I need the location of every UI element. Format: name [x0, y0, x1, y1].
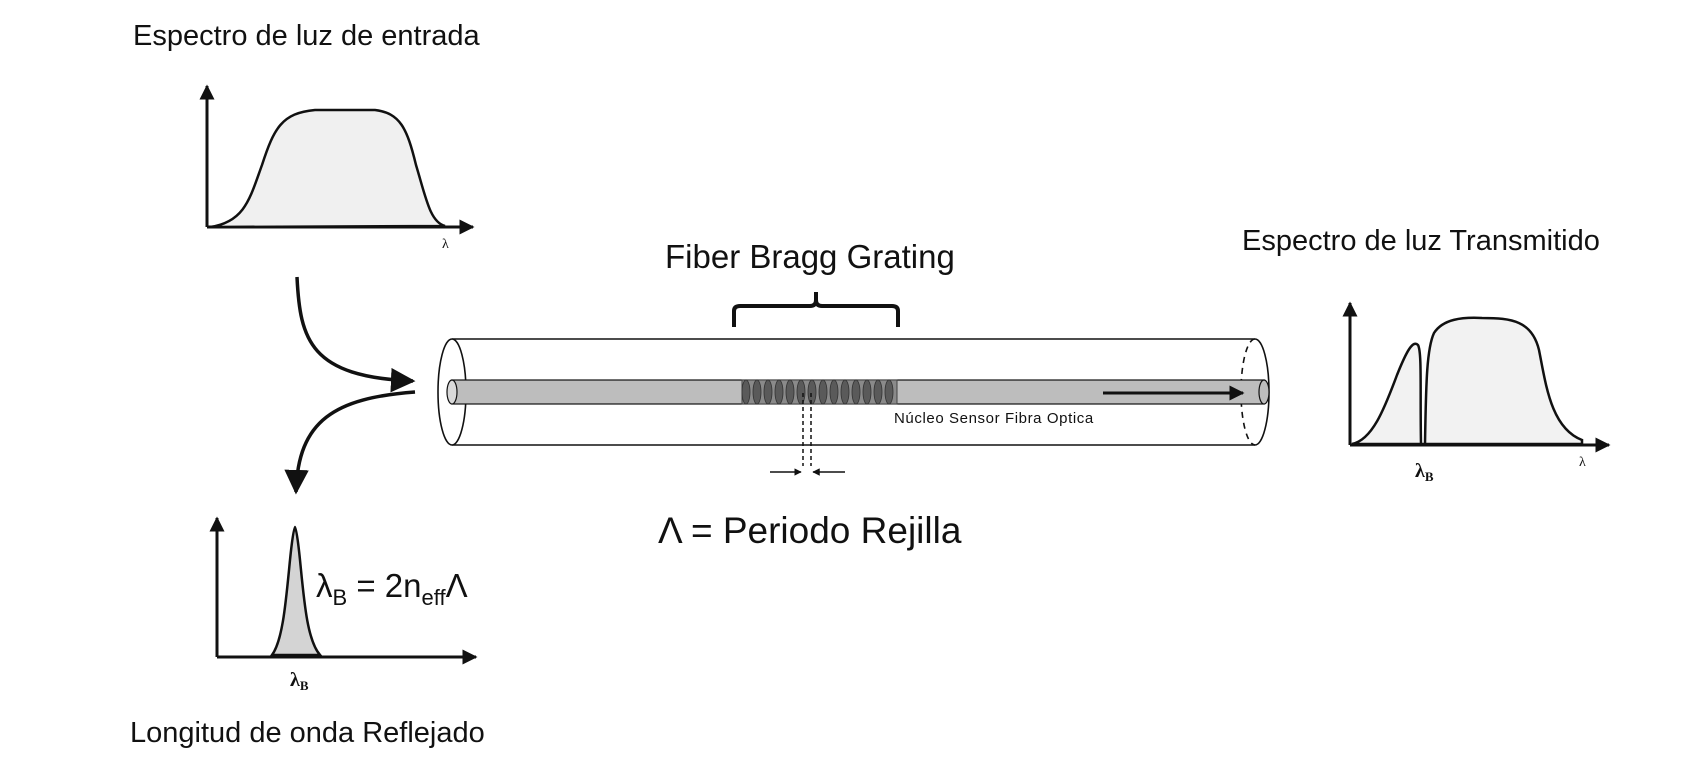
bragg-equation: λB = 2neffΛ	[316, 567, 468, 610]
period-label: Λ = Periodo Rejilla	[658, 510, 962, 551]
fbg-title: Fiber Bragg Grating	[665, 238, 955, 275]
input-spectrum-curve	[209, 108, 446, 229]
transmitted-spectrum-chart: Espectro de luz Transmitido λB λ	[1242, 225, 1611, 484]
input-spectrum-chart: Espectro de luz de entrada λ	[133, 20, 480, 252]
transmitted-spectrum-curve	[1351, 316, 1584, 446]
reflected-spectrum-chart: λB λB = 2neffΛ Longitud de onda Reflejad…	[130, 516, 485, 749]
transmitted-axis-lambda: λ	[1579, 455, 1586, 470]
coupling-arrows	[284, 276, 416, 495]
input-arrow	[295, 276, 416, 393]
optical-fiber: Núcleo Sensor Fibra Optica	[437, 338, 1270, 446]
reflected-peak	[269, 525, 323, 657]
fbg-brace	[732, 292, 900, 327]
transmitted-spectrum-title: Espectro de luz Transmitido	[1242, 225, 1600, 257]
reflected-arrow	[284, 390, 416, 495]
bragg-grating	[741, 379, 898, 405]
fbg-label-group: Fiber Bragg Grating	[665, 238, 955, 327]
input-spectrum-title: Espectro de luz de entrada	[133, 20, 480, 52]
reflected-lambda-b: λB	[290, 669, 309, 693]
transmitted-lambda-b: λB	[1415, 460, 1434, 484]
reflected-title: Longitud de onda Reflejado	[130, 717, 485, 749]
input-axis-lambda: λ	[442, 237, 449, 252]
period-indicator: Λ = Periodo Rejilla	[658, 393, 962, 551]
core-label: Núcleo Sensor Fibra Optica	[894, 410, 1094, 427]
